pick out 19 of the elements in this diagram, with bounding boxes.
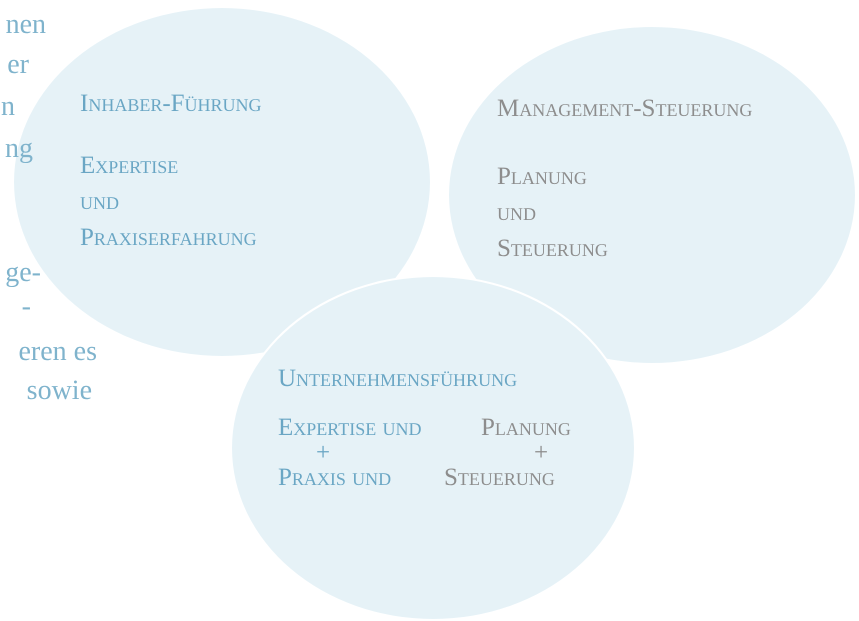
circle-text: Planung und Steuerung xyxy=(497,162,609,264)
circle-text: Expertise und xyxy=(278,414,422,442)
circle-text: + xyxy=(316,439,330,467)
circle-text: Praxis und xyxy=(278,464,392,492)
text-fragment: n xyxy=(1,92,15,122)
circle-heading: Inhaber-Führung xyxy=(80,90,262,118)
text-fragment: sowie xyxy=(26,376,92,406)
text-fragment: er xyxy=(7,50,29,80)
circle-heading: Management-Steuerung xyxy=(497,95,752,123)
text-fragment: ng xyxy=(5,134,33,164)
circle-text: + xyxy=(534,439,548,467)
circle-heading: Unternehmensführung xyxy=(278,365,518,393)
text-fragment: - xyxy=(22,292,31,322)
text-fragment: ge- xyxy=(5,258,41,288)
text-fragment: nen xyxy=(6,10,46,40)
text-fragment: eren es xyxy=(18,337,97,367)
circle-text: Steuerung xyxy=(444,464,555,492)
circle-text: Expertise und Praxiserfahrung xyxy=(80,151,258,253)
circle-text: Planung xyxy=(481,414,571,442)
